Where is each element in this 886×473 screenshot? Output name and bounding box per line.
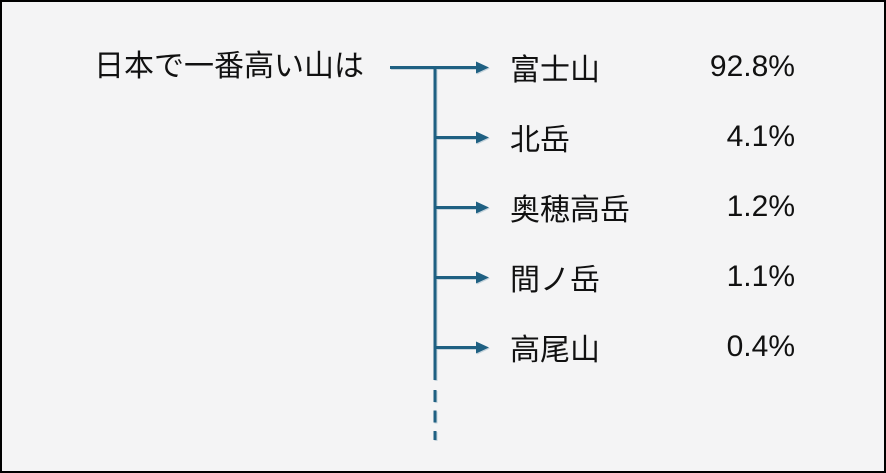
candidate-probability: 4.1% (726, 120, 795, 153)
candidate-label: 奥穂高岳 (510, 194, 630, 227)
candidate-row: 間ノ岳 1.1% (510, 257, 795, 297)
arrowhead-icon (476, 61, 489, 74)
arrowhead-icon (476, 341, 489, 354)
candidate-label: 富士山 (510, 54, 600, 87)
candidate-row: 奥穂高岳 1.2% (510, 187, 795, 227)
arrowhead-icon (476, 131, 489, 144)
candidate-label: 北岳 (510, 124, 570, 157)
candidate-row: 富士山 92.8% (510, 47, 795, 87)
candidate-row: 北岳 4.1% (510, 117, 795, 157)
candidate-probability: 0.4% (726, 330, 795, 363)
arrowhead-icon (476, 271, 489, 284)
candidate-label: 高尾山 (510, 334, 600, 367)
candidate-label: 間ノ岳 (510, 264, 600, 297)
candidate-probability: 92.8% (709, 50, 795, 83)
candidate-row: 高尾山 0.4% (510, 327, 795, 367)
candidate-probability: 1.2% (726, 190, 795, 223)
candidate-probability: 1.1% (726, 260, 795, 293)
arrowhead-icon (476, 201, 489, 214)
prompt-text: 日本で一番高い山は (94, 50, 364, 83)
